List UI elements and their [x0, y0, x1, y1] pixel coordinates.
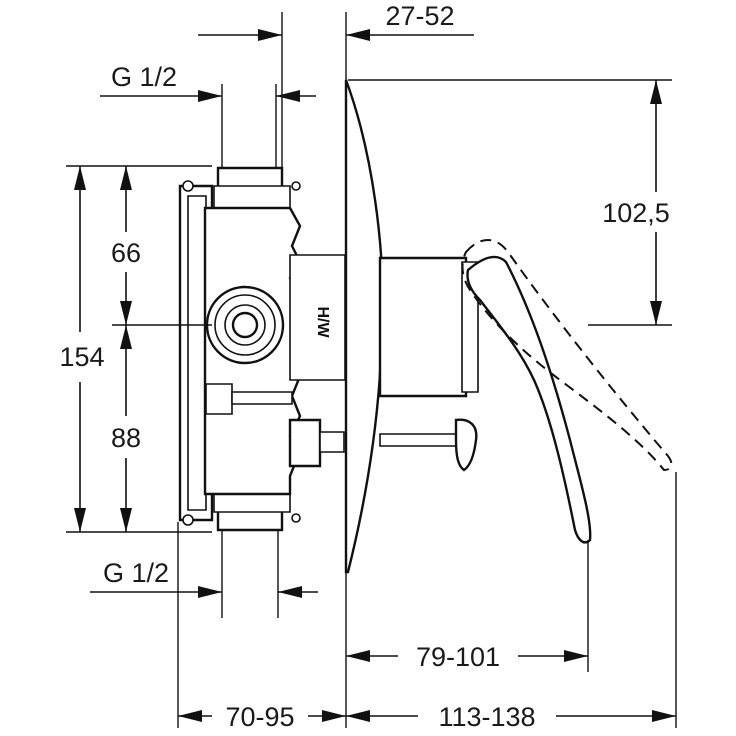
- escutcheon-plate: [344, 79, 384, 574]
- dim-top-thread: G 1/2: [111, 62, 177, 92]
- dim-top-depth: 27-52: [385, 1, 454, 31]
- dimension-labels: 27-52 G 1/2 66 154 88 102,5 G 1/2 79-101…: [59, 1, 669, 732]
- dim-total-reach: 113-138: [438, 702, 535, 732]
- dim-height-total: 154: [59, 342, 104, 372]
- dim-height-upper: 66: [111, 238, 141, 268]
- dimension-lines: [74, 29, 676, 722]
- dim-lever-reach: 79-101: [416, 642, 500, 672]
- mounting-screws: [182, 180, 301, 526]
- extension-lines: [66, 12, 677, 728]
- dim-bottom-thread: G 1/2: [103, 558, 169, 588]
- dim-height-lower: 88: [111, 423, 141, 453]
- dim-lever-height: 102,5: [602, 198, 670, 228]
- dim-body-depth: 70-95: [225, 702, 294, 732]
- mixer-body: H/W: [178, 166, 346, 532]
- body-label: H/W: [314, 306, 331, 338]
- lever-handle: [378, 255, 592, 544]
- lever-alt-position: [461, 239, 673, 472]
